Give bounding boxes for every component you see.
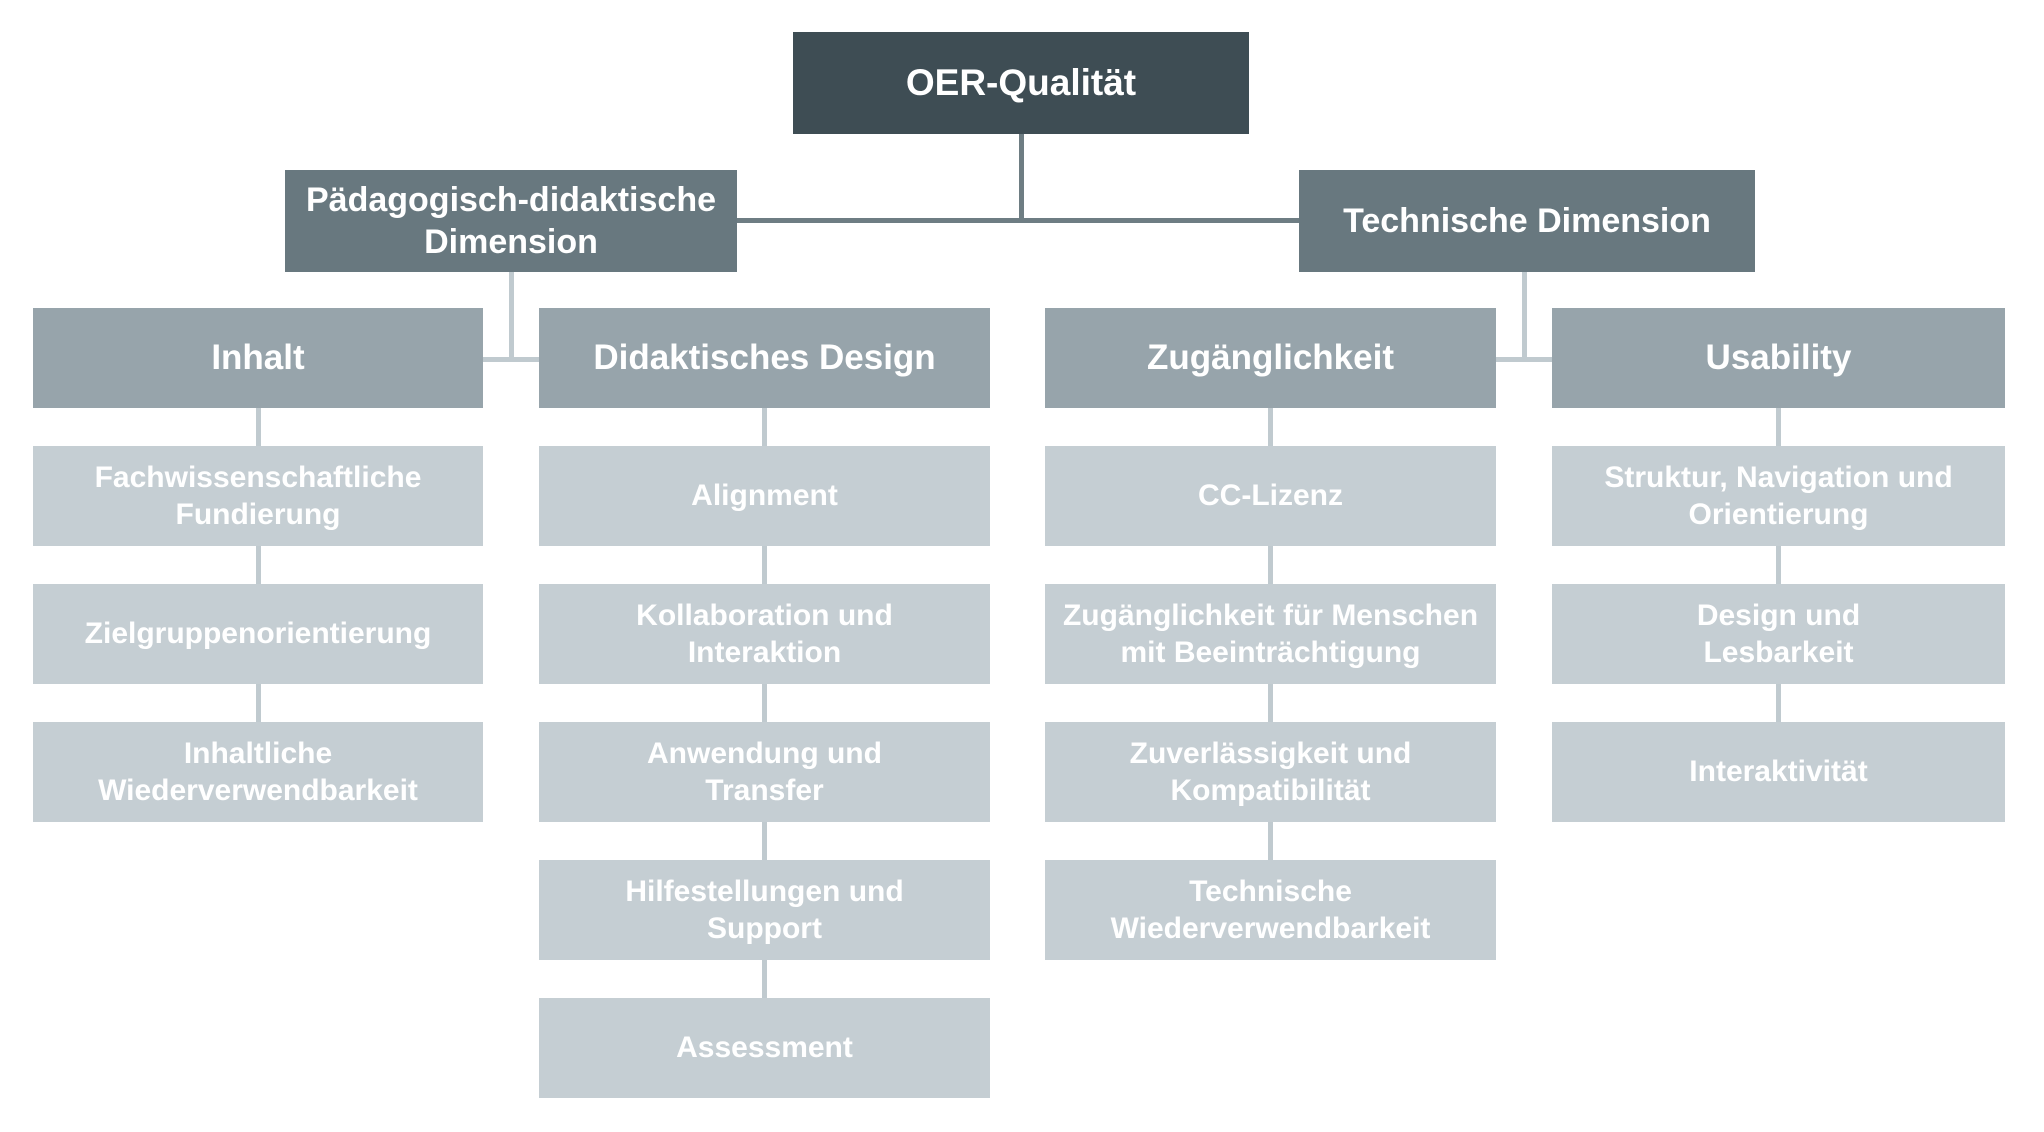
connector-usability-3 xyxy=(1776,684,1781,722)
connector-didaktik-2 xyxy=(762,546,767,584)
node-struktur-navigation-orientierung: Struktur, Navigation und Orientierung xyxy=(1552,446,2005,546)
node-assessment: Assessment xyxy=(539,998,990,1098)
connector-inhalt-1 xyxy=(256,408,261,446)
node-inhaltliche-wiederverwendbarkeit: Inhaltliche Wiederverwendbarkeit xyxy=(33,722,483,822)
node-kollaboration-und-interaktion: Kollaboration und Interaktion xyxy=(539,584,990,684)
connector-usability-1 xyxy=(1776,408,1781,446)
node-oer-qualitaet: OER-Qualität xyxy=(793,32,1249,134)
connector-usability-2 xyxy=(1776,546,1781,584)
connector-technische-vertical xyxy=(1522,272,1527,360)
connector-paedagogisch-vertical xyxy=(509,272,514,360)
connector-zugaenglichkeit-3 xyxy=(1268,684,1273,722)
connector-root-horizontal xyxy=(737,218,1299,223)
connector-inhalt-2 xyxy=(256,546,261,584)
node-zugaenglichkeit: Zugänglichkeit xyxy=(1045,308,1496,408)
connector-inhalt-3 xyxy=(256,684,261,722)
node-cc-lizenz: CC-Lizenz xyxy=(1045,446,1496,546)
connector-zugaenglichkeit-4 xyxy=(1268,822,1273,860)
connector-zugaenglichkeit-1 xyxy=(1268,408,1273,446)
node-paedagogisch-didaktische-dimension: Pädagogisch-didaktische Dimension xyxy=(285,170,737,272)
connector-didaktik-3 xyxy=(762,684,767,722)
node-anwendung-und-transfer: Anwendung und Transfer xyxy=(539,722,990,822)
node-design-und-lesbarkeit: Design und Lesbarkeit xyxy=(1552,584,2005,684)
node-technische-wiederverwendbarkeit: Technische Wiederverwendbarkeit xyxy=(1045,860,1496,960)
connector-didaktik-1 xyxy=(762,408,767,446)
connector-technische-horizontal xyxy=(1496,357,1552,362)
node-technische-dimension: Technische Dimension xyxy=(1299,170,1755,272)
connector-didaktik-5 xyxy=(762,960,767,998)
node-interaktivitaet: Interaktivität xyxy=(1552,722,2005,822)
connector-zugaenglichkeit-2 xyxy=(1268,546,1273,584)
connector-root-vertical xyxy=(1019,134,1024,222)
node-zuverlaessigkeit-und-kompatibilitaet: Zuverlässigkeit und Kompatibilität xyxy=(1045,722,1496,822)
connector-paedagogisch-horizontal xyxy=(483,357,539,362)
node-fachwissenschaftliche-fundierung: Fachwissenschaftliche Fundierung xyxy=(33,446,483,546)
node-zugaenglichkeit-fuer-menschen: Zugänglichkeit für Menschen mit Beeinträ… xyxy=(1045,584,1496,684)
node-alignment: Alignment xyxy=(539,446,990,546)
connector-didaktik-4 xyxy=(762,822,767,860)
node-hilfestellungen-und-support: Hilfestellungen und Support xyxy=(539,860,990,960)
node-didaktisches-design: Didaktisches Design xyxy=(539,308,990,408)
node-zielgruppenorientierung: Zielgruppenorientierung xyxy=(33,584,483,684)
node-usability: Usability xyxy=(1552,308,2005,408)
node-inhalt: Inhalt xyxy=(33,308,483,408)
